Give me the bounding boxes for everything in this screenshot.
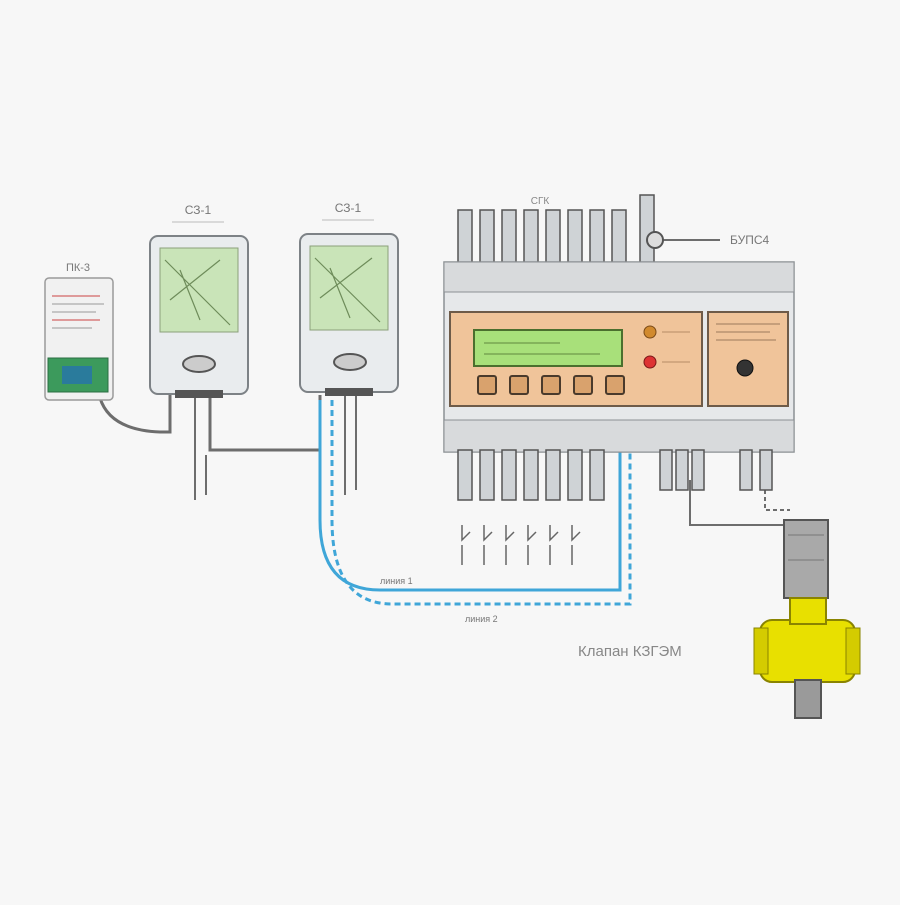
switch-symbols [461,525,581,565]
sensor-2-label: СЗ-1 [335,201,362,215]
controller: СГК [443,194,795,565]
controller-bottom-terminals [457,449,773,501]
valve-actuator [783,519,829,599]
controller-top-label: СГК [531,196,550,207]
sensor-1: СЗ-1 [149,203,249,398]
sensor-1-indicator [182,355,216,373]
sensor-2-screen [309,245,389,331]
controller-knob[interactable] [736,359,754,377]
controller-led-green [643,325,657,339]
power-unit-label: ПК-3 [66,262,90,274]
wire-sensor1-to-sensor2 [208,395,322,452]
controller-button-5[interactable] [605,375,625,395]
power-unit: ПК-3 [44,262,114,401]
valve-body [759,619,856,683]
bus-connector [646,231,664,249]
controller-button-4[interactable] [573,375,593,395]
blue-cables [318,400,632,606]
valve-label: Клапан КЗГЭМ [578,643,682,660]
sensor-2: СЗ-1 [299,201,399,396]
controller-lcd [473,329,623,367]
sensor-1-screen [159,247,239,333]
controller-buttons [477,375,625,395]
valve [753,519,861,719]
wire-controller-to-valve [689,480,790,526]
power-unit-terminal [47,357,109,393]
blue-cable-solid [318,400,622,592]
controller-button-2[interactable] [509,375,529,395]
wire-2-label: линия 2 [465,614,498,624]
controller-side-module [707,311,789,407]
side-label: БУПС4 [730,233,770,247]
controller-button-1[interactable] [477,375,497,395]
sensor-1-label: СЗ-1 [185,203,212,217]
controller-button-3[interactable] [541,375,561,395]
valve-outlet [794,679,822,719]
wire-power-to-sensor1 [98,395,172,434]
controller-top-terminals [457,194,655,266]
controller-led-red [643,355,657,369]
sensor-2-indicator [333,353,367,371]
blue-cable-dashed [330,400,632,606]
wire-controller-to-valve-2 [764,455,790,511]
wire-1-label: линия 1 [380,576,413,586]
